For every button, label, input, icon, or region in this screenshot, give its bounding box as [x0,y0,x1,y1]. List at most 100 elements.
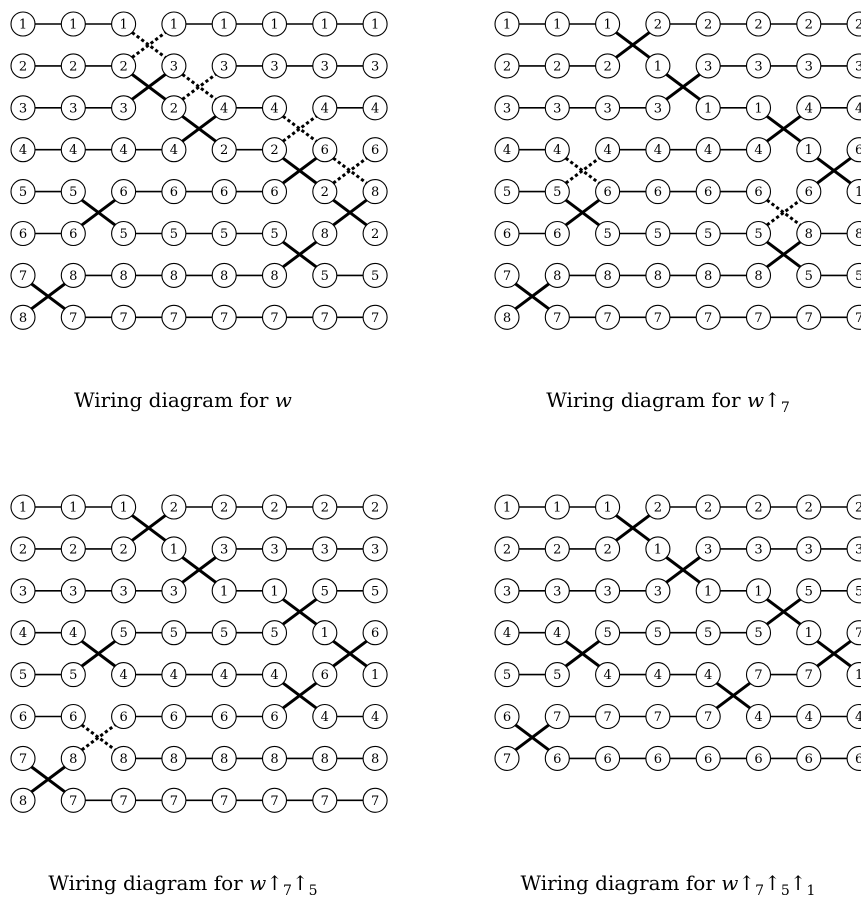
svg-text:8: 8 [270,269,278,284]
wire-node: 4 [111,662,137,688]
svg-text:5: 5 [69,185,77,200]
wiring-diagram-2: 1234567812345687123465872134658723146587… [494,11,861,416]
wire-node: 7 [595,703,621,730]
svg-text:8: 8 [321,752,329,767]
svg-text:8: 8 [553,269,561,284]
wire-node: 7 [695,304,721,330]
svg-text:1: 1 [119,18,127,33]
solid-crossing [282,598,318,626]
solid-crossing [564,639,601,668]
wire-node: 6 [60,703,86,730]
svg-text:4: 4 [170,668,178,683]
solid-crossing [665,73,701,101]
wire-node: 3 [362,536,388,562]
diagram-caption: Wiring diagram for w [74,388,292,412]
wire-node: 5 [695,620,721,646]
svg-text:7: 7 [19,269,27,284]
wire-node: 2 [595,53,621,79]
svg-text:1: 1 [321,18,329,33]
wire-node: 7 [595,304,621,330]
svg-text:1: 1 [270,584,278,599]
diagram-caption: Wiring diagram for w↑7↑5 [48,871,317,899]
wire-node: 6 [595,745,621,771]
wire-node: 5 [261,620,288,646]
svg-text:5: 5 [19,185,27,200]
svg-text:2: 2 [805,18,813,33]
svg-text:8: 8 [371,185,379,200]
svg-text:4: 4 [503,626,511,641]
wire-node: 5 [745,220,772,247]
wire-node: 8 [60,745,86,771]
wire-node: 1 [494,11,520,37]
wire-node: 4 [494,137,520,163]
wire-node: 7 [211,304,237,330]
wire-node: 5 [494,179,520,205]
wire-node: 8 [645,262,671,288]
wire-node: 3 [846,53,861,79]
svg-text:3: 3 [371,59,379,74]
svg-text:6: 6 [553,752,561,767]
wire-node: 5 [312,262,338,288]
wire-node: 5 [544,179,570,205]
svg-text:6: 6 [19,710,27,725]
wire-node: 5 [111,620,137,646]
wire-node: 3 [544,95,570,121]
wire-node: 7 [211,787,237,813]
svg-text:6: 6 [754,752,762,767]
svg-text:6: 6 [270,710,278,725]
wire-node: 6 [544,745,570,771]
svg-text:1: 1 [503,501,511,516]
svg-text:6: 6 [170,710,178,725]
svg-text:1: 1 [754,101,762,116]
solid-crossing [715,681,751,710]
wire-node: 3 [161,53,187,79]
wire-node: 2 [796,494,822,520]
svg-text:7: 7 [220,794,228,809]
svg-text:3: 3 [270,542,278,557]
svg-text:5: 5 [170,227,178,242]
wire-node: 7 [544,304,570,330]
svg-text:8: 8 [119,269,127,284]
svg-text:7: 7 [170,311,178,326]
wire-node: 6 [595,179,621,205]
svg-text:5: 5 [270,227,278,242]
wire-node: 4 [745,137,772,163]
wire-node: 1 [745,578,772,604]
wire-node: 3 [745,53,772,79]
diagram-caption: Wiring diagram for w↑7↑5↑1 [521,871,816,899]
wire-node: 4 [211,662,237,688]
svg-text:4: 4 [371,710,379,725]
wire-node: 5 [695,220,721,247]
svg-text:3: 3 [805,542,813,557]
svg-text:5: 5 [704,227,712,242]
svg-text:1: 1 [119,501,127,516]
svg-text:3: 3 [321,59,329,74]
svg-text:3: 3 [371,542,379,557]
svg-text:2: 2 [170,101,178,116]
svg-text:5: 5 [371,269,379,284]
svg-text:3: 3 [805,59,813,74]
svg-text:5: 5 [855,269,861,284]
wire-node: 4 [362,703,388,730]
wire-node: 1 [645,53,671,79]
svg-text:3: 3 [704,59,712,74]
wire-node: 6 [211,703,237,730]
wire-node: 8 [211,262,237,288]
svg-text:2: 2 [553,542,561,557]
svg-text:1: 1 [654,59,662,74]
svg-text:4: 4 [69,143,77,158]
solid-crossing [282,240,318,269]
svg-text:8: 8 [220,752,228,767]
svg-text:1: 1 [603,501,611,516]
wire-node: 4 [695,662,721,688]
wire-node: 2 [695,11,721,37]
svg-text:7: 7 [754,311,762,326]
wire-node: 2 [111,53,137,79]
svg-text:6: 6 [805,752,813,767]
solid-crossing [80,639,117,668]
svg-text:3: 3 [119,101,127,116]
wire-node: 7 [111,787,137,813]
wire-node: 3 [10,95,36,121]
svg-text:1: 1 [503,18,511,33]
diagram-caption: Wiring diagram for w↑7 [546,388,790,416]
